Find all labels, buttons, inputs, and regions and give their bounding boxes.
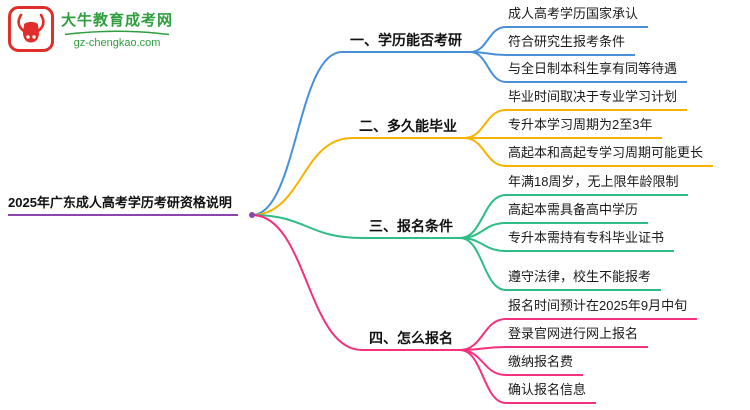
leaf-node: 毕业时间取决于专业学习计划 [506, 88, 688, 111]
leaf-node: 专升本学习周期为2至3年 [506, 116, 663, 139]
curve-root-branch-2 [251, 137, 353, 216]
leaf-node: 遵守法律，校生不能报考 [506, 268, 662, 291]
root-junction-dot [249, 212, 255, 218]
curve-branch4-leaf3 [459, 349, 507, 376]
branch-node-1: 一、学历能否考研 [342, 32, 470, 53]
leaf-node: 登录官网进行网上报名 [506, 325, 649, 348]
leaf-node: 高起本需具备高中学历 [506, 201, 649, 224]
curve-root-branch-4 [251, 214, 363, 351]
leaf-node: 缴纳报名费 [506, 353, 584, 376]
leaf-node: 高起本和高起专学习周期可能更长 [506, 144, 714, 167]
branch-node-2: 二、多久能毕业 [352, 118, 464, 139]
leaf-node: 年满18周岁，无上限年龄限制 [506, 173, 689, 196]
leaf-node: 符合研究生报考条件 [506, 33, 636, 56]
curve-branch3-leaf3 [459, 237, 507, 252]
leaf-node: 报名时间预计在2025年9月中旬 [506, 297, 698, 320]
leaf-node: 确认报名信息 [506, 381, 597, 404]
logo-site-name: 大牛教育成考网 [61, 12, 174, 29]
branch-node-4: 四、怎么报名 [362, 330, 460, 351]
curve-branch1-leaf3 [469, 51, 507, 83]
curve-branch4-leaf4 [459, 349, 507, 404]
root-node: 2025年广东成人高考学历考研资格说明 [8, 194, 238, 216]
curve-branch3-leaf1 [459, 194, 507, 239]
leaf-node: 专升本需持有专科毕业证书 [506, 229, 675, 252]
curve-branch4-leaf1 [459, 318, 507, 351]
logo-text-block: 大牛教育成考网 gz-chengkao.com [61, 6, 173, 49]
curve-branch3-leaf4 [459, 237, 507, 291]
curve-branch1-leaf2 [469, 51, 507, 56]
curve-branch2-leaf1 [463, 109, 507, 139]
leaf-node: 成人高考学历国家承认 [506, 5, 649, 28]
curve-branch3-leaf2 [459, 222, 507, 239]
curve-branch4-leaf2 [459, 346, 507, 351]
curve-branch1-leaf1 [469, 26, 507, 53]
branch-node-3: 三、报名条件 [362, 218, 460, 239]
logo-domain: gz-chengkao.com [73, 37, 161, 49]
curve-root-branch-1 [251, 51, 343, 216]
bull-logo-icon [8, 6, 54, 52]
curve-root-branch-3 [251, 214, 363, 239]
leaf-node: 与全日制本科生享有同等待遇 [506, 60, 688, 83]
curve-branch2-leaf3 [463, 137, 507, 167]
site-logo: 大牛教育成考网 gz-chengkao.com [8, 6, 173, 52]
logo-swoosh [64, 30, 170, 36]
